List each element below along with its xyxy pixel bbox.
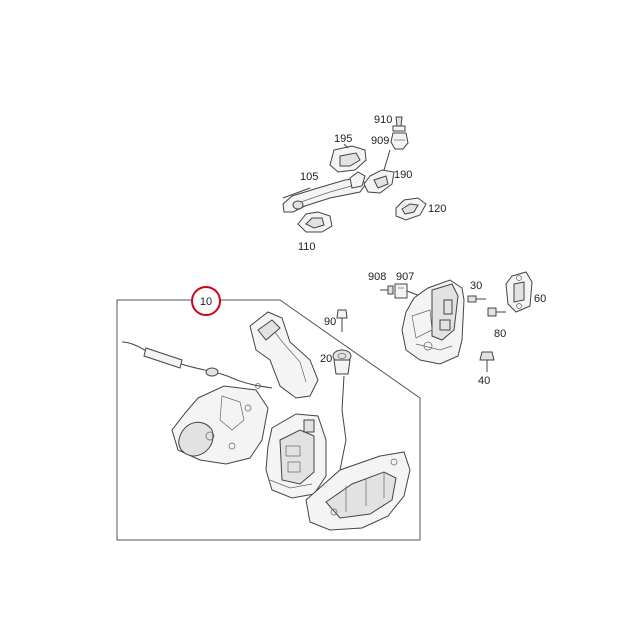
lock-housing-group	[380, 271, 533, 372]
part-20-grommet	[332, 349, 352, 375]
part-110-seal	[297, 211, 333, 233]
label-60: 60	[534, 293, 546, 305]
part-30-screw	[467, 295, 486, 303]
part-90-pin	[336, 309, 348, 332]
part-housing-bracket	[305, 451, 411, 531]
part-909-cap	[390, 132, 409, 150]
kit-10-highlight-ring	[191, 286, 221, 316]
label-90: 90	[324, 316, 336, 328]
label-910: 910	[374, 114, 392, 126]
part-105-handle	[282, 171, 367, 213]
label-20: 20	[320, 353, 332, 365]
label-80: 80	[494, 328, 506, 340]
part-cable	[121, 341, 273, 389]
label-110: 110	[298, 241, 316, 253]
part-60-striker	[505, 271, 533, 313]
part-latch-unit	[265, 413, 327, 499]
part-40-bolt	[479, 351, 495, 372]
label-195: 195	[334, 133, 352, 145]
part-actuator-arm	[249, 311, 319, 399]
part-lever-plate	[171, 385, 269, 465]
label-30: 30	[470, 280, 482, 292]
label-120: 120	[428, 203, 446, 215]
label-908: 908	[368, 271, 386, 283]
kit-10-contents	[121, 311, 411, 531]
part-80-bolt	[487, 307, 506, 317]
label-40: 40	[478, 375, 490, 387]
label-105: 105	[300, 171, 318, 183]
kit-10-outline	[116, 299, 421, 541]
label-909: 909	[371, 135, 389, 147]
part-120-gasket	[395, 197, 427, 221]
part-rod	[339, 375, 347, 471]
label-kit-10: 10	[200, 296, 212, 308]
part-908-screw	[380, 285, 394, 295]
part-lock-body	[401, 279, 465, 365]
part-190-bracket	[363, 149, 395, 194]
part-910-bolt	[392, 116, 406, 132]
label-907: 907	[396, 271, 414, 283]
label-190: 190	[394, 169, 412, 181]
part-195-cover	[329, 143, 367, 173]
handle-assembly-group	[282, 116, 427, 233]
